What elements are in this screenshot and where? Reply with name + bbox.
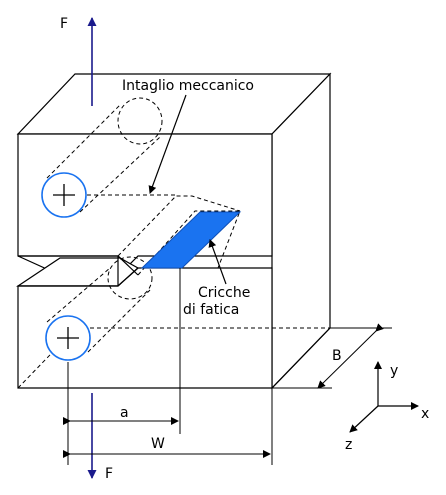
notch-outline <box>18 255 139 287</box>
upper-pin-hole <box>41 172 87 218</box>
notch-label: Intaglio meccanico <box>122 78 254 94</box>
dim-label-B: B <box>332 348 342 364</box>
notch-back-upper <box>117 195 241 257</box>
notch-leader-arrow <box>148 94 187 194</box>
lower-hole-back <box>107 256 153 300</box>
cracks-label-line1: Cricche <box>198 285 250 301</box>
hidden-lines <box>17 97 330 389</box>
upper-hole-back <box>117 97 163 145</box>
lower-pin-hole <box>45 315 91 361</box>
dim-line-B <box>317 323 384 389</box>
force-label-bottom: F <box>105 466 113 482</box>
axis-z-label: z <box>345 437 352 453</box>
dim-label-a: a <box>120 405 129 421</box>
upper-hole-line-a <box>46 104 121 179</box>
coordinate-axes <box>349 361 419 433</box>
axis-z-arrow <box>349 405 379 433</box>
upper-hole-line-b <box>79 136 161 213</box>
cracks-leader-arrow <box>208 239 227 285</box>
axis-x-label: x <box>421 406 429 422</box>
cracks-label-line2: di fatica <box>183 302 239 318</box>
specimen-body <box>16 72 332 390</box>
notch-back-lower <box>137 210 241 276</box>
lower-hole-line-b <box>87 289 151 353</box>
dimension-lines <box>63 268 392 465</box>
force-label-top: F <box>60 16 68 32</box>
dim-label-W: W <box>151 436 165 452</box>
axis-y-label: y <box>390 363 398 379</box>
fatigue-crack-region <box>140 211 242 269</box>
